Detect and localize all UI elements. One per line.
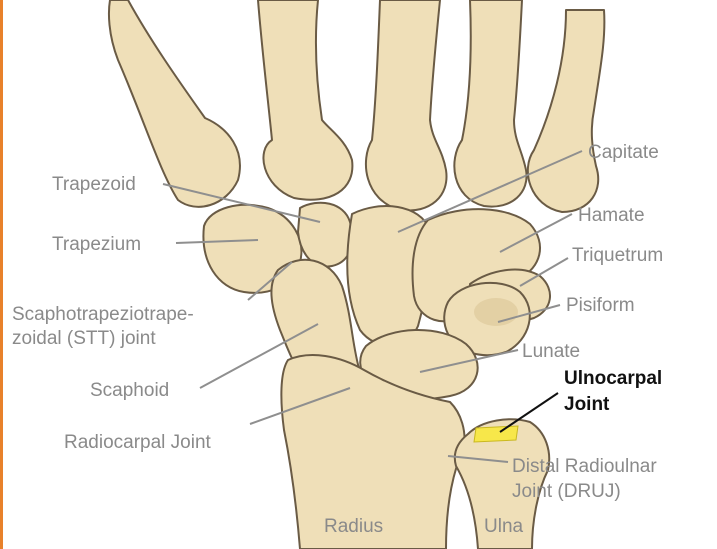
- carpal-bones: [203, 203, 550, 401]
- pisiform-shade: [474, 298, 518, 326]
- label-ulnocarpal-line2: Joint: [564, 394, 610, 415]
- metacarpal-2: [258, 0, 352, 200]
- label-lunate: Lunate: [522, 341, 580, 362]
- accent-border: [0, 0, 3, 549]
- label-capitate: Capitate: [588, 142, 659, 163]
- label-stt-line2: zoidal (STT) joint: [12, 328, 156, 349]
- label-trapezium: Trapezium: [52, 234, 141, 255]
- trapezoid-bone: [298, 203, 352, 267]
- label-ulna: Ulna: [484, 516, 524, 537]
- label-radiocarpal: Radiocarpal Joint: [64, 432, 212, 453]
- label-stt-line1: Scaphotrapeziotrape-: [12, 304, 194, 325]
- metacarpal-5: [528, 10, 605, 212]
- metacarpal-3: [366, 0, 447, 211]
- metacarpal-4: [454, 0, 526, 207]
- label-hamate: Hamate: [578, 205, 645, 226]
- metacarpals: [109, 0, 604, 212]
- label-ulnocarpal-line1: Ulnocarpal: [564, 368, 662, 389]
- label-triquetrum: Triquetrum: [572, 245, 663, 266]
- label-trapezoid: Trapezoid: [52, 174, 136, 195]
- ulnocarpal-highlight: [474, 426, 518, 442]
- label-radius: Radius: [324, 516, 383, 537]
- label-druj-line2: Joint (DRUJ): [512, 481, 621, 502]
- label-pisiform: Pisiform: [566, 295, 635, 316]
- label-druj-line1: Distal Radioulnar: [512, 456, 657, 477]
- label-scaphoid: Scaphoid: [90, 380, 169, 401]
